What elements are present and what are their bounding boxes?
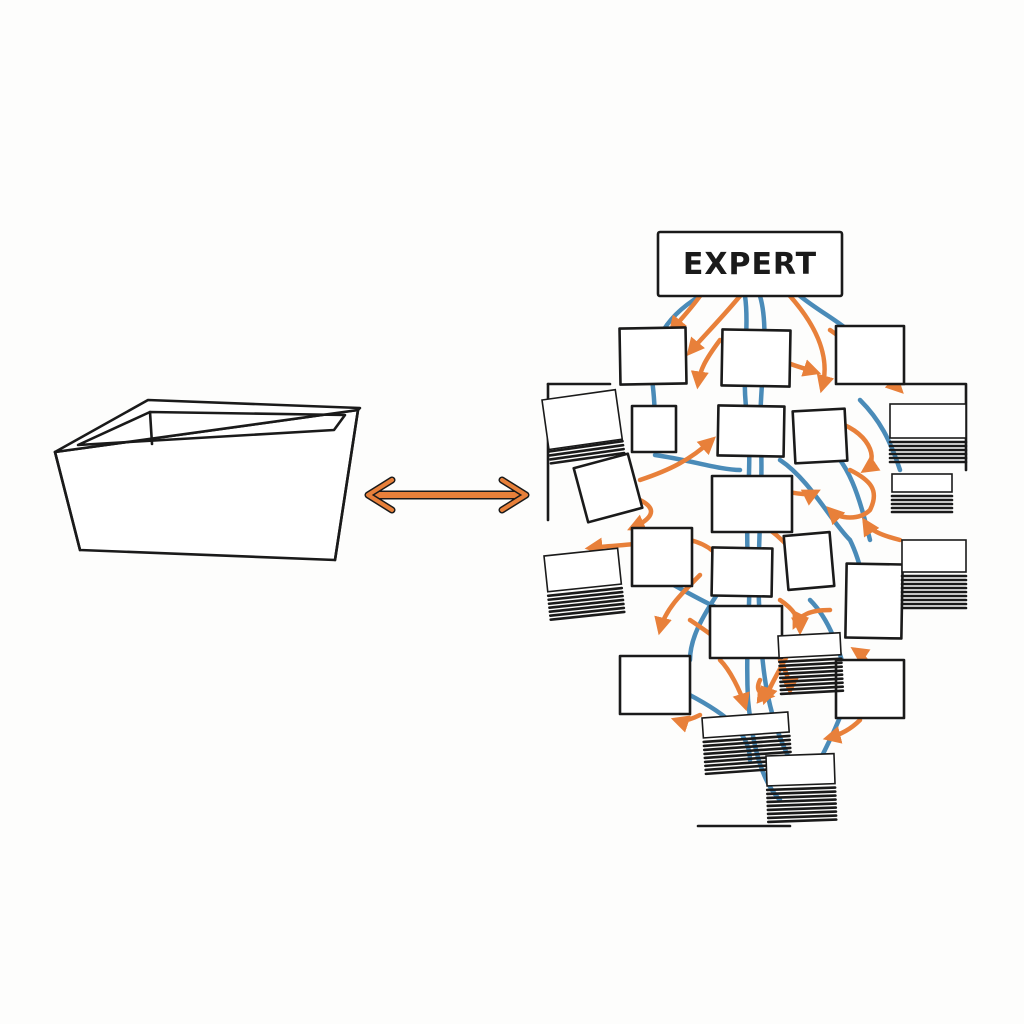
node-box: [834, 658, 906, 720]
node-box: [834, 324, 906, 386]
node-box: [720, 328, 792, 388]
document-network-icon: EXPERT: [541, 230, 968, 828]
paper-stack-icon: [777, 631, 845, 696]
double-arrow-icon: [364, 476, 530, 514]
paper-stack-icon: [888, 403, 968, 464]
node-box: [710, 474, 794, 534]
node-box: [844, 562, 904, 640]
paper-stacks: [541, 388, 968, 824]
node-box: [572, 452, 644, 524]
paper-stack-icon: [900, 539, 968, 610]
node-box: [716, 404, 786, 458]
paper-stack-icon: [701, 711, 793, 776]
expert-label: EXPERT: [656, 230, 844, 298]
node-box: [630, 404, 678, 454]
node-box: [710, 546, 774, 598]
node-box: [782, 530, 836, 592]
empty-box-icon: [53, 398, 362, 562]
node-box: [708, 604, 784, 660]
paper-stack-icon: [890, 473, 954, 514]
node-box: [618, 654, 692, 716]
expert-label-text: EXPERT: [683, 247, 817, 282]
paper-stack-icon: [543, 547, 626, 621]
node-box: [791, 407, 849, 465]
node-box: [618, 326, 688, 386]
paper-stack-icon: [541, 388, 626, 465]
node-box: [630, 526, 694, 588]
blank-boxes: [572, 324, 906, 720]
paper-stack-icon: [765, 752, 838, 824]
